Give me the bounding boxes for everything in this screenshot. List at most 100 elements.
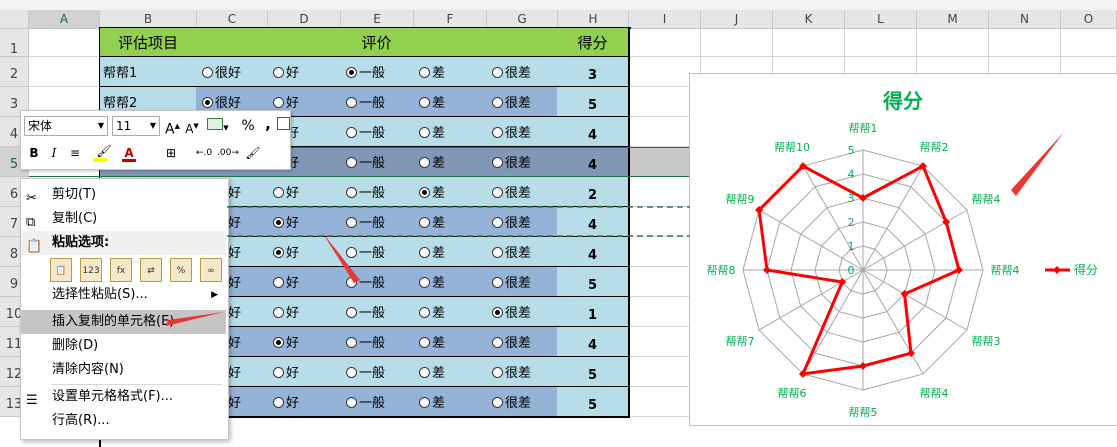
radio-option[interactable]: 好	[267, 182, 299, 201]
radio-option[interactable]: 差	[413, 242, 445, 261]
menu-item-cut[interactable]: ✂剪切(T)	[21, 183, 226, 207]
radio-option[interactable]: 很差	[486, 92, 531, 111]
rating-cell[interactable]: 一般	[340, 207, 415, 238]
grid-cell[interactable]	[989, 29, 1061, 57]
radio-option[interactable]: 一般	[340, 182, 385, 201]
radio-empty-icon[interactable]	[346, 367, 357, 378]
radio-option[interactable]: 很差	[486, 122, 531, 141]
rating-cell[interactable]: 差	[413, 117, 488, 148]
rating-cell[interactable]: 一般	[340, 327, 415, 358]
radio-option[interactable]: 很好	[196, 62, 241, 81]
rating-cell[interactable]: 很差	[486, 117, 559, 148]
rating-cell[interactable]: 很差	[486, 297, 559, 328]
radio-option[interactable]: 差	[413, 92, 445, 111]
column-header[interactable]: O	[1061, 10, 1117, 29]
radio-option[interactable]: 一般	[340, 92, 385, 111]
radio-option[interactable]: 很差	[486, 182, 531, 201]
radio-option[interactable]: 很差	[486, 62, 531, 81]
fill-color-icon[interactable]: 🖌	[91, 142, 117, 162]
radio-empty-icon[interactable]	[273, 397, 284, 408]
select-all-corner[interactable]	[0, 10, 29, 29]
grid-cell[interactable]	[629, 29, 701, 57]
radio-empty-icon[interactable]	[419, 127, 430, 138]
rating-cell[interactable]: 很差	[486, 327, 559, 358]
radio-empty-icon[interactable]	[419, 247, 430, 258]
radio-empty-icon[interactable]	[492, 157, 503, 168]
radio-empty-icon[interactable]	[273, 277, 284, 288]
rating-cell[interactable]: 一般	[340, 117, 415, 148]
decrease-decimal-icon[interactable]: .00→	[217, 148, 239, 158]
row-header[interactable]: 2	[0, 57, 29, 87]
paste-values-icon[interactable]: 123	[80, 258, 102, 282]
radio-option[interactable]: 一般	[340, 362, 385, 381]
rating-cell[interactable]: 差	[413, 387, 488, 418]
radio-empty-icon[interactable]	[492, 397, 503, 408]
format-painter-icon[interactable]: 🖌	[245, 146, 261, 160]
column-header[interactable]: A	[29, 10, 100, 29]
radio-empty-icon[interactable]	[273, 367, 284, 378]
menu-item-copy[interactable]: ⧉复制(C)	[21, 207, 226, 231]
menu-item-insert-copied-cells[interactable]: 插入复制的单元格(E)	[21, 310, 226, 334]
rating-cell[interactable]: 一般	[340, 177, 415, 208]
radio-option[interactable]: 差	[413, 212, 445, 231]
radio-empty-icon[interactable]	[273, 67, 284, 78]
grid-cell[interactable]	[917, 29, 989, 57]
radio-option[interactable]: 差	[413, 62, 445, 81]
radio-empty-icon[interactable]	[273, 187, 284, 198]
font-size-box[interactable]: 11▼	[112, 116, 160, 136]
menu-item-paste-special[interactable]: 选择性粘贴(S)...▶	[21, 283, 226, 307]
percent-style-icon[interactable]: %	[241, 118, 255, 134]
grid-cell[interactable]	[845, 29, 917, 57]
radio-option[interactable]: 差	[413, 182, 445, 201]
radio-option[interactable]: 差	[413, 272, 445, 291]
rating-cell[interactable]: 差	[413, 297, 488, 328]
radio-option[interactable]: 很差	[486, 242, 531, 261]
grid-cell[interactable]	[1061, 29, 1117, 57]
column-header[interactable]: K	[773, 10, 845, 29]
radio-empty-icon[interactable]	[202, 67, 213, 78]
column-header[interactable]: M	[917, 10, 989, 29]
paste-formatting-icon[interactable]: %	[170, 258, 192, 282]
radio-empty-icon[interactable]	[419, 157, 430, 168]
score-cell[interactable]: 4	[557, 147, 630, 178]
radio-option[interactable]: 差	[413, 392, 445, 411]
rating-cell[interactable]: 好	[267, 267, 342, 298]
rating-cell[interactable]: 好	[267, 237, 342, 268]
rating-cell[interactable]: 一般	[340, 267, 415, 298]
radio-selected-icon[interactable]	[419, 187, 430, 198]
menu-item-delete[interactable]: 删除(D)	[21, 334, 226, 358]
radio-option[interactable]: 一般	[340, 122, 385, 141]
menu-item-format-cells[interactable]: ☰设置单元格格式(F)...	[21, 385, 226, 409]
radio-empty-icon[interactable]	[492, 127, 503, 138]
grow-font-icon[interactable]: A▲	[165, 121, 180, 138]
item-name-cell[interactable]: 帮帮1	[100, 57, 198, 88]
radio-empty-icon[interactable]	[346, 247, 357, 258]
column-header[interactable]: L	[845, 10, 917, 29]
score-cell[interactable]: 4	[557, 117, 630, 148]
paste-formulas-icon[interactable]: fx	[110, 258, 132, 282]
radio-option[interactable]: 一般	[340, 152, 385, 171]
grid-cell[interactable]	[29, 29, 100, 57]
radio-empty-icon[interactable]	[346, 397, 357, 408]
radio-selected-icon[interactable]	[273, 217, 284, 228]
radio-empty-icon[interactable]	[492, 247, 503, 258]
bold-icon[interactable]: B	[29, 146, 39, 160]
radio-option[interactable]: 好	[267, 392, 299, 411]
column-header[interactable]: J	[701, 10, 773, 29]
paste-icon[interactable]: 📋	[50, 258, 72, 282]
rating-cell[interactable]: 好	[267, 357, 342, 388]
radio-option[interactable]: 差	[413, 302, 445, 321]
radio-option[interactable]: 一般	[340, 212, 385, 231]
rating-cell[interactable]: 差	[413, 237, 488, 268]
rating-cell[interactable]: 一般	[340, 357, 415, 388]
radio-empty-icon[interactable]	[419, 307, 430, 318]
grid-cell[interactable]	[773, 29, 845, 57]
shrink-font-icon[interactable]: A▼	[185, 122, 199, 136]
radio-empty-icon[interactable]	[346, 277, 357, 288]
score-cell[interactable]: 2	[557, 177, 630, 208]
score-cell[interactable]: 4	[557, 327, 630, 358]
rating-cell[interactable]: 差	[413, 357, 488, 388]
borders-icon[interactable]: ⊞	[165, 146, 177, 160]
score-cell[interactable]: 5	[557, 267, 630, 298]
rating-cell[interactable]: 差	[413, 177, 488, 208]
